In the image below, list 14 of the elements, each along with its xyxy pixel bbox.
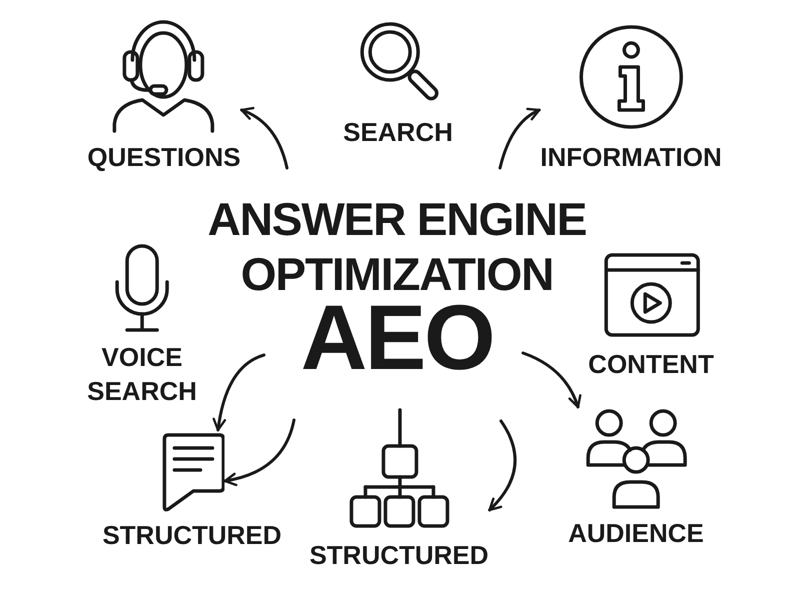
node-label: QUESTIONS [87, 141, 241, 174]
node-label: INFORMATION [540, 141, 722, 174]
node-label: CONTENT [588, 348, 714, 381]
node-label: STRUCTURED [309, 539, 489, 572]
node-label: SEARCH [343, 116, 453, 149]
node-label: AUDIENCE [568, 517, 704, 550]
curved-arrow [488, 420, 517, 512]
curved-arrow [240, 107, 288, 170]
curved-arrow [224, 418, 296, 486]
curved-arrow [212, 354, 266, 432]
node-label: STRUCTURED [102, 519, 282, 552]
node-label: VOICE SEARCH [87, 341, 197, 408]
curved-arrow [498, 108, 541, 170]
curved-arrow [522, 352, 581, 408]
